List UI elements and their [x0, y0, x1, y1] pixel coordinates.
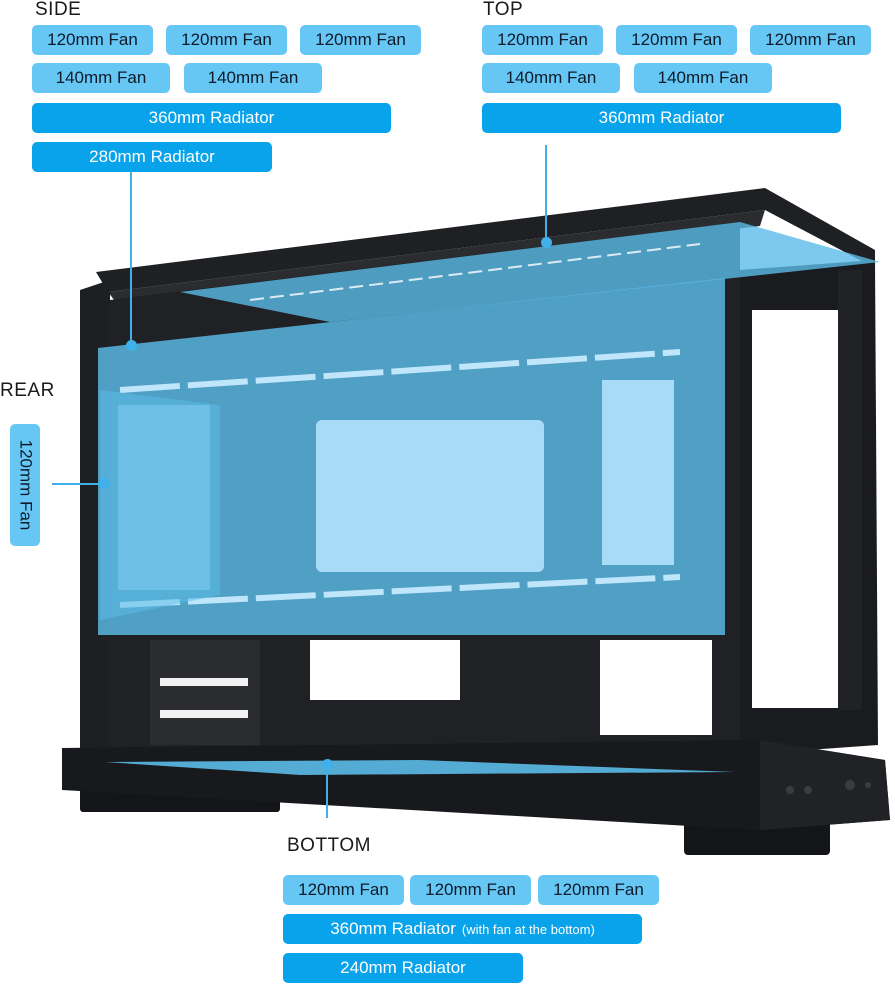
bottom-radiator-360-label: 360mm Radiator: [330, 919, 456, 938]
bottom-mount-overlay: [105, 760, 735, 775]
bottom-connector-line: [326, 766, 328, 818]
rear-heading: REAR: [0, 380, 55, 401]
top-fan-120-1: 120mm Fan: [482, 25, 603, 55]
side-vent-right: [602, 380, 674, 565]
case-right-window: [752, 310, 844, 708]
bottom-heading: BOTTOM: [287, 835, 371, 856]
top-mount-vent-1: [249, 243, 701, 301]
rear-connector-dot: [99, 478, 110, 489]
bottom-fan-120-2: 120mm Fan: [410, 875, 531, 905]
top-connector-dot: [541, 237, 552, 248]
bottom-radiator-360-note: (with fan at the bottom): [461, 921, 595, 937]
psu-opening-right: [600, 640, 712, 735]
case-top-frame: [96, 188, 875, 292]
side-radiator-280: 280mm Radiator: [32, 142, 272, 172]
top-connector-line: [545, 145, 547, 240]
top-fan-120-3: 120mm Fan: [750, 25, 871, 55]
front-io-port-4: [865, 782, 871, 788]
psu-opening-left: [150, 640, 260, 745]
case-right-post: [838, 270, 862, 710]
front-io-port-2: [804, 786, 812, 794]
front-io-port-1: [786, 786, 794, 794]
side-radiator-360: 360mm Radiator: [32, 103, 391, 133]
side-fan-120-3: 120mm Fan: [300, 25, 421, 55]
side-fan-120-2: 120mm Fan: [166, 25, 287, 55]
top-radiator-360: 360mm Radiator: [482, 103, 841, 133]
side-vent-row-2: [119, 574, 681, 608]
bottom-connector-dot: [322, 759, 333, 770]
top-fan-140-2: 140mm Fan: [634, 63, 772, 93]
side-heading: SIDE: [35, 0, 82, 20]
side-fan-140-1: 140mm Fan: [32, 63, 170, 93]
side-connector-line: [130, 172, 132, 344]
side-window-cutout: [316, 420, 544, 572]
side-vent-row-1: [119, 349, 681, 393]
front-io-port-3: [845, 780, 855, 790]
rear-fan-120: 120mm Fan: [10, 424, 40, 546]
rear-connector-line: [52, 483, 102, 485]
pci-slot-2: [160, 710, 248, 718]
side-fan-120-1: 120mm Fan: [32, 25, 153, 55]
bottom-radiator-240: 240mm Radiator: [283, 953, 523, 983]
top-heading: TOP: [483, 0, 524, 20]
bottom-radiator-360: 360mm Radiator (with fan at the bottom): [283, 914, 642, 944]
rear-mount-overlay: [100, 390, 220, 620]
psu-opening: [310, 640, 460, 700]
top-fan-140-1: 140mm Fan: [482, 63, 620, 93]
top-mount-overlay: [180, 222, 880, 322]
bottom-fan-120-1: 120mm Fan: [283, 875, 404, 905]
top-fan-120-2: 120mm Fan: [616, 25, 737, 55]
pci-slot-1: [160, 678, 248, 686]
side-connector-dot: [126, 340, 137, 351]
bottom-fan-120-3: 120mm Fan: [538, 875, 659, 905]
case-base-front: [760, 740, 890, 830]
side-fan-140-2: 140mm Fan: [184, 63, 322, 93]
